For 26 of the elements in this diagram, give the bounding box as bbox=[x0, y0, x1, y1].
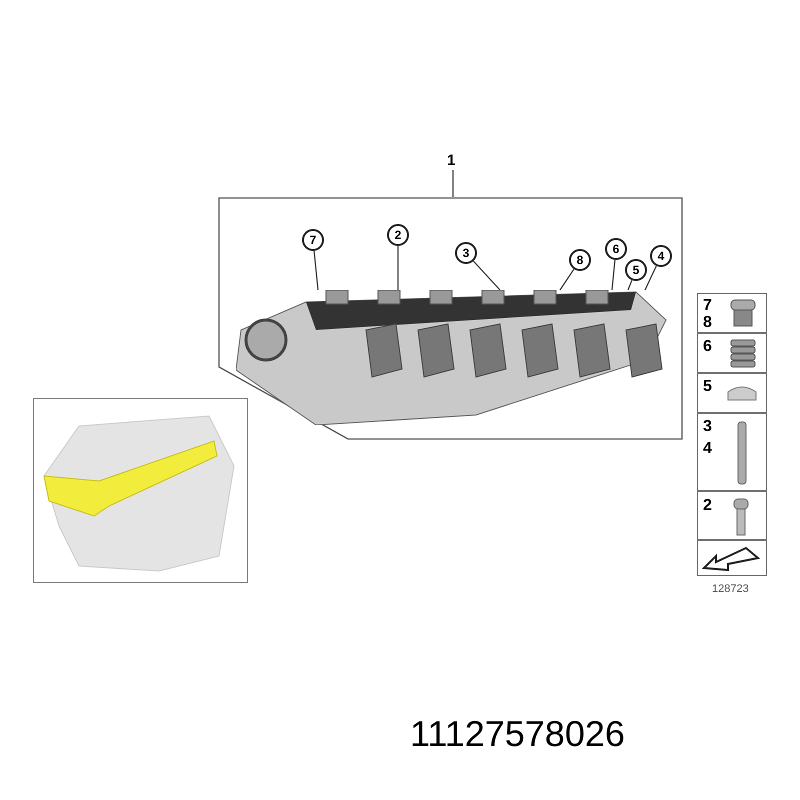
diagram-number: 128723 bbox=[712, 582, 749, 597]
callout-number: 3 bbox=[455, 242, 477, 264]
callout-number: 4 bbox=[650, 245, 672, 267]
leader-line bbox=[644, 266, 657, 290]
part-number-text: 11127578026 bbox=[410, 713, 625, 755]
part-number: 6 bbox=[703, 338, 712, 356]
callout-number: 6 bbox=[605, 238, 627, 260]
leader-line bbox=[473, 260, 500, 290]
part-number: 2 bbox=[703, 497, 712, 515]
part-number: 4 bbox=[703, 440, 712, 458]
callout-number: 2 bbox=[387, 224, 409, 246]
leader-line bbox=[560, 268, 574, 290]
leader-line bbox=[627, 280, 632, 290]
leader-line bbox=[452, 170, 454, 197]
callout-number: 8 bbox=[569, 249, 591, 271]
leader-line bbox=[314, 250, 319, 290]
group-frame bbox=[218, 197, 683, 440]
leader-line bbox=[611, 260, 616, 290]
callout-number: 1 bbox=[447, 152, 459, 170]
callout-number: 7 bbox=[302, 229, 324, 251]
leader-line bbox=[397, 246, 399, 290]
part-number: 7 bbox=[703, 297, 712, 315]
part-number: 3 bbox=[703, 418, 712, 436]
part-number: 5 bbox=[703, 378, 712, 396]
part-number: 8 bbox=[703, 314, 712, 332]
callout-number: 5 bbox=[625, 259, 647, 281]
